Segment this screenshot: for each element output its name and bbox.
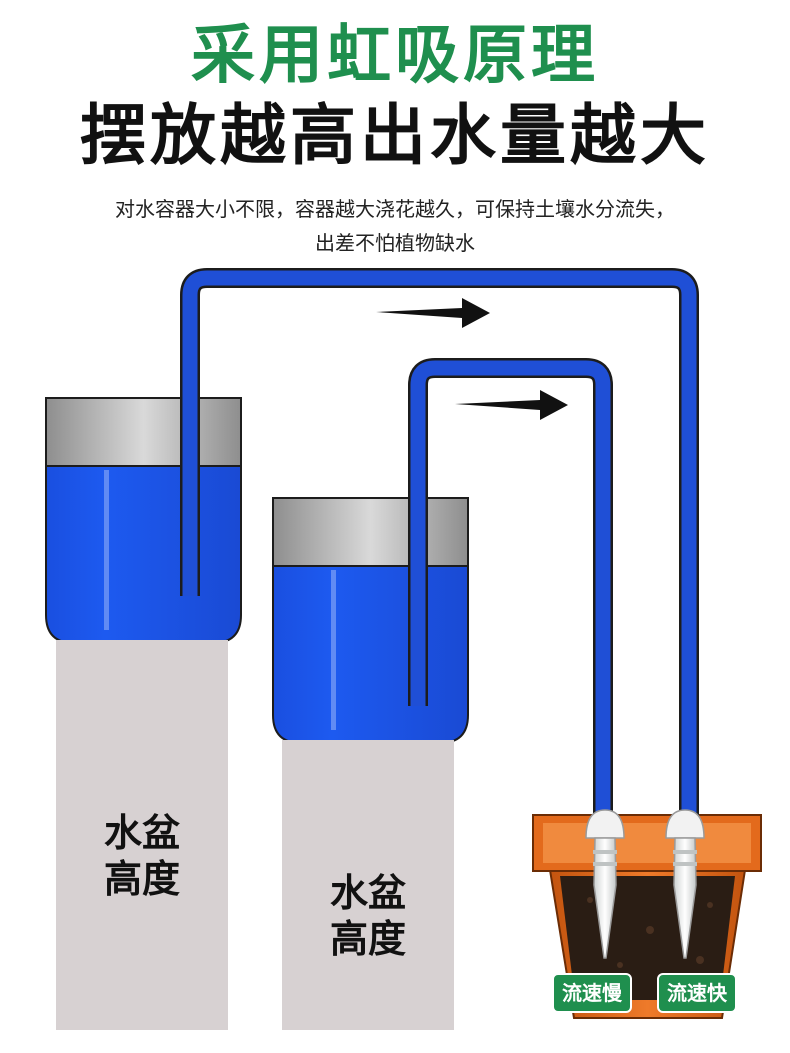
short-water-container (272, 497, 469, 744)
headline-primary: 采用虹吸原理 (191, 19, 599, 93)
flow-arrow-icon (376, 298, 490, 328)
flow-arrow-icon (455, 390, 568, 420)
flow-slow-badge: 流速慢 (552, 973, 632, 1013)
pillar-tall-label: 水盆 高度 (103, 811, 180, 901)
watering-spike-fast-icon (665, 809, 705, 959)
description-line-1: 对水容器大小不限，容器越大浇花越久，可保持土壤水分流失， (115, 197, 675, 221)
tall-water-container (45, 397, 242, 644)
flow-fast-badge: 流速快 (657, 973, 737, 1013)
description-line-2: 出差不怕植物缺水 (315, 231, 475, 255)
pillar-tall: 水盆 高度 (56, 640, 228, 1030)
watering-spike-slow-icon (585, 809, 625, 959)
pillar-short-label: 水盆 高度 (329, 871, 406, 961)
pillar-short: 水盆 高度 (282, 740, 454, 1030)
headline-secondary: 摆放越高出水量越大 (80, 97, 710, 174)
